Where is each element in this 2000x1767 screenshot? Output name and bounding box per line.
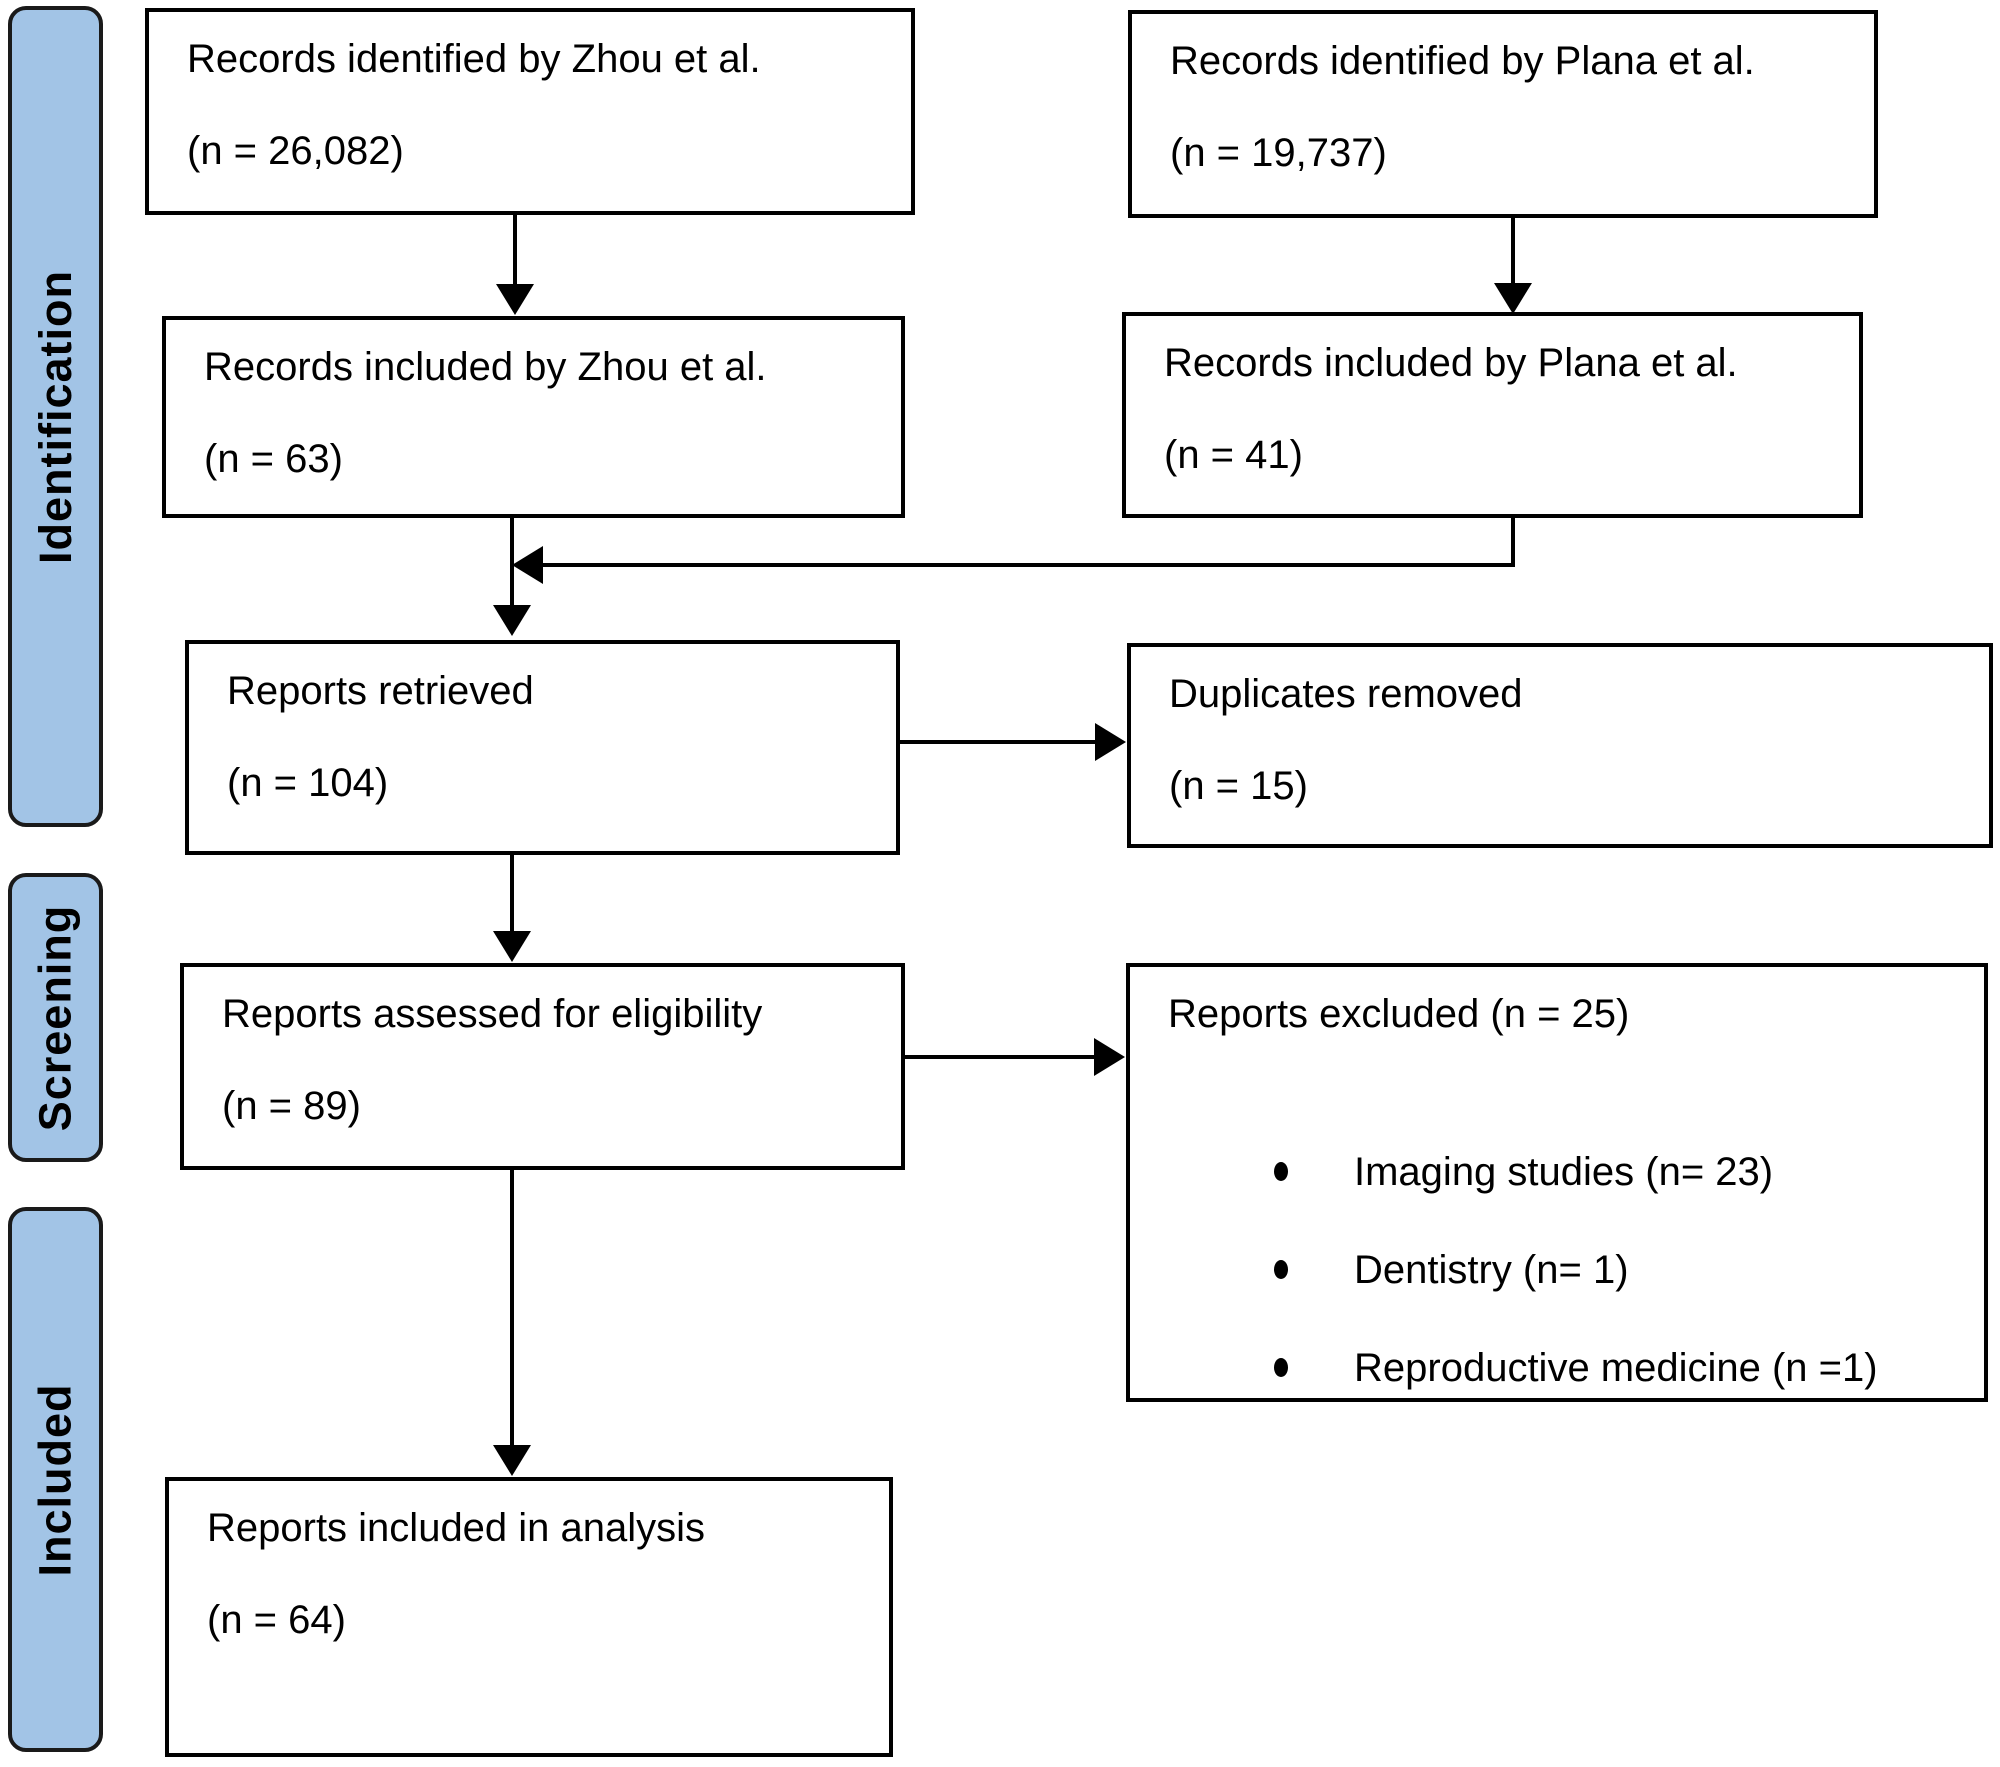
box-reports-retrieved: Reports retrieved (n = 104)	[185, 640, 900, 855]
exclusion-reason-imaging: Imaging studies (n= 23)	[1168, 1147, 1954, 1197]
box-duplicates-removed-line1: Duplicates removed	[1169, 672, 1523, 716]
box-reports-assessed-line1: Reports assessed for eligibility	[222, 992, 763, 1036]
box-duplicates-removed-count: (n = 15)	[1169, 764, 1308, 808]
box-records-identified-zhou-line1: Records identified by Zhou et al.	[187, 37, 761, 81]
exclusion-reason-dentistry: Dentistry (n= 1)	[1168, 1245, 1954, 1295]
box-reports-retrieved-line1: Reports retrieved	[227, 669, 534, 713]
exclusion-reason-list: Imaging studies (n= 23) Dentistry (n= 1)…	[1168, 1147, 1954, 1393]
stage-screening: Screening	[8, 873, 103, 1162]
stage-included-label: Included	[29, 1382, 81, 1577]
box-reports-included-analysis-count: (n = 64)	[207, 1598, 346, 1642]
stage-identification-label: Identification	[29, 269, 81, 564]
box-records-included-plana-count: (n = 41)	[1164, 433, 1303, 477]
box-reports-retrieved-count: (n = 104)	[227, 761, 389, 805]
box-reports-assessed-count: (n = 89)	[222, 1084, 361, 1128]
box-records-included-zhou-line1: Records included by Zhou et al.	[204, 345, 767, 389]
box-records-identified-plana-line1: Records identified by Plana et al.	[1170, 39, 1755, 83]
box-records-included-plana: Records included by Plana et al. (n = 41…	[1122, 312, 1863, 518]
stage-included: Included	[8, 1207, 103, 1752]
exclusion-reason-reproductive: Reproductive medicine (n =1)	[1168, 1343, 1954, 1393]
box-records-identified-plana-count: (n = 19,737)	[1170, 131, 1387, 175]
box-reports-excluded-title: Reports excluded (n = 25)	[1168, 992, 1630, 1036]
box-records-included-zhou-count: (n = 63)	[204, 437, 343, 481]
stage-identification: Identification	[8, 6, 103, 827]
box-records-identified-zhou-count: (n = 26,082)	[187, 129, 404, 173]
box-records-identified-plana: Records identified by Plana et al. (n = …	[1128, 10, 1878, 218]
box-reports-included-analysis-line1: Reports included in analysis	[207, 1506, 706, 1550]
box-records-included-zhou: Records included by Zhou et al. (n = 63)	[162, 316, 905, 518]
box-records-identified-zhou: Records identified by Zhou et al. (n = 2…	[145, 8, 915, 215]
box-duplicates-removed: Duplicates removed (n = 15)	[1127, 643, 1993, 848]
stage-screening-label: Screening	[29, 904, 81, 1131]
box-records-included-plana-line1: Records included by Plana et al.	[1164, 341, 1738, 385]
box-reports-assessed: Reports assessed for eligibility (n = 89…	[180, 963, 905, 1170]
box-reports-excluded: Reports excluded (n = 25) Imaging studie…	[1126, 963, 1988, 1402]
box-reports-included-analysis: Reports included in analysis (n = 64)	[165, 1477, 893, 1757]
